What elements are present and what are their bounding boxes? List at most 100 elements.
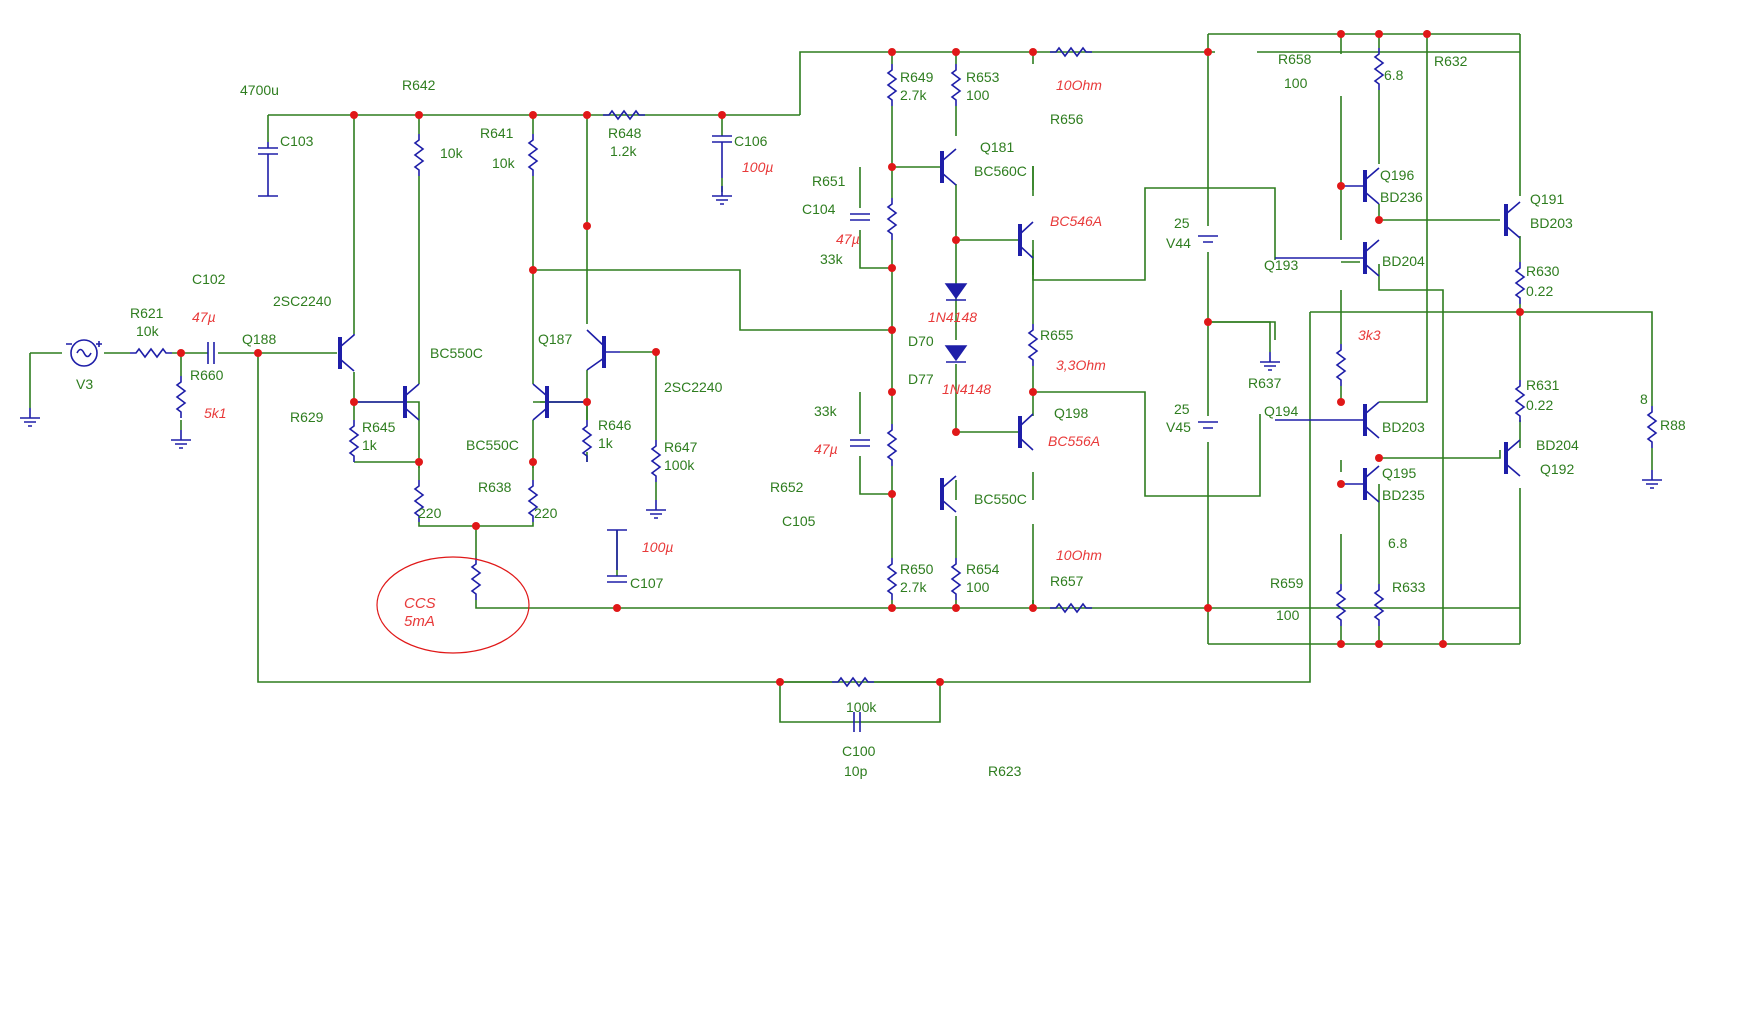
- label-bd204-a: BD204: [1382, 253, 1425, 269]
- label-r658-value: 100: [1284, 75, 1308, 91]
- label-r648: R648: [608, 125, 642, 141]
- label-q198: Q198: [1054, 405, 1088, 421]
- label-r655-value: 3,3Ohm: [1056, 357, 1106, 373]
- label-r88-value: 8: [1640, 391, 1648, 407]
- r633-resistor-icon: [1374, 583, 1384, 627]
- label-v44: V44: [1166, 235, 1191, 251]
- label-q-2sc2240-b: 2SC2240: [664, 379, 723, 395]
- label-d77: D77: [908, 371, 934, 387]
- r647-resistor-icon: [651, 439, 661, 483]
- label-r220-a: 220: [418, 505, 442, 521]
- label-d70: D70: [908, 333, 934, 349]
- label-r657-value: 10Ohm: [1056, 547, 1102, 563]
- label-bc550c-c: BC550C: [974, 491, 1027, 507]
- label-r-33k-a: 33k: [820, 251, 844, 267]
- label-r-fb-value: 100k: [846, 699, 877, 715]
- label-r659: R659: [1270, 575, 1304, 591]
- label-r-3k3: 3k3: [1358, 327, 1381, 343]
- label-r648-value: 1.2k: [610, 143, 637, 159]
- bc550c-transistor-icon: [532, 383, 587, 421]
- label-bc550c-a: BC550C: [430, 345, 483, 361]
- label-r658: R658: [1278, 51, 1312, 67]
- ground-icon: [19, 407, 41, 427]
- r653-resistor-icon: [951, 63, 961, 107]
- label-c105: C105: [782, 513, 816, 529]
- label-r653: R653: [966, 69, 1000, 85]
- labels: 4700u C103 R642 C102 47µ R621 10k Q188 2…: [76, 51, 1686, 779]
- q194-transistor-icon: [1275, 401, 1380, 439]
- q195-transistor-icon: [1341, 465, 1380, 503]
- ground-icon: [1259, 351, 1281, 371]
- label-c100-value: 10p: [844, 763, 868, 779]
- label-bc546a: BC546A: [1050, 213, 1102, 229]
- label-r652: R652: [770, 479, 804, 495]
- label-q196: Q196: [1380, 167, 1414, 183]
- q196-transistor-icon: [1341, 167, 1380, 205]
- r649-resistor-icon: [887, 63, 897, 107]
- label-c100: C100: [842, 743, 876, 759]
- v45-battery-icon: [1198, 421, 1218, 429]
- junctions: [177, 30, 1524, 686]
- label-d77-type: 1N4148: [942, 381, 991, 397]
- r654-resistor-icon: [951, 557, 961, 601]
- r642-resistor-icon: [414, 133, 424, 177]
- label-q192: Q192: [1540, 461, 1574, 477]
- label-r-6-8-b: 6.8: [1388, 535, 1408, 551]
- r-6-8-resistor-icon: [1374, 47, 1384, 91]
- r88-resistor-icon: [1647, 405, 1657, 449]
- label-r631: R631: [1526, 377, 1560, 393]
- label-q181: Q181: [980, 139, 1014, 155]
- label-r649-value: 2.7k: [900, 87, 927, 103]
- c103-capacitor-icon: [258, 142, 278, 197]
- c107-capacitor-icon: [607, 529, 627, 583]
- label-r645-value: 1k: [362, 437, 378, 453]
- r652-resistor-icon: [887, 423, 897, 467]
- label-r621: R621: [130, 305, 164, 321]
- label-c102: C102: [192, 271, 226, 287]
- r655-resistor-icon: [1028, 323, 1038, 367]
- label-r638: R638: [478, 479, 512, 495]
- label-c104-value: 47µ: [836, 231, 860, 247]
- label-r641-value: 10k: [492, 155, 516, 171]
- label-r655: R655: [1040, 327, 1074, 343]
- wires: [29, 30, 1653, 723]
- label-r650-value: 2.7k: [900, 579, 927, 595]
- q188-transistor-icon: [338, 334, 355, 372]
- label-r656: R656: [1050, 111, 1084, 127]
- bc556a-transistor-icon: [1018, 413, 1034, 451]
- label-d70-type: 1N4148: [928, 309, 977, 325]
- r645-resistor-icon: [349, 419, 359, 463]
- label-r646: R646: [598, 417, 632, 433]
- label-r621-value: 10k: [136, 323, 160, 339]
- label-r-6-8-a: 6.8: [1384, 67, 1404, 83]
- label-c103: C103: [280, 133, 314, 149]
- ccs-resistor-icon: [471, 557, 481, 601]
- label-r647: R647: [664, 439, 698, 455]
- label-c107: C107: [630, 575, 664, 591]
- r650-resistor-icon: [887, 557, 897, 601]
- q187-transistor-icon: [586, 329, 620, 371]
- label-r629: R629: [290, 409, 324, 425]
- c106-capacitor-icon: [711, 135, 733, 205]
- c100-capacitor-icon: [853, 712, 861, 732]
- q193-transistor-icon: [1275, 239, 1380, 277]
- label-bd204-b: BD204: [1536, 437, 1579, 453]
- ground-icon: [645, 499, 667, 519]
- label-c102-value: 47µ: [192, 309, 216, 325]
- label-q194: Q194: [1264, 403, 1298, 419]
- label-q195: Q195: [1382, 465, 1416, 481]
- v44-battery-icon: [1198, 235, 1218, 243]
- label-r657: R657: [1050, 573, 1084, 589]
- ground-icon: [1641, 469, 1663, 489]
- components: [19, 47, 1663, 732]
- label-r660: R660: [190, 367, 224, 383]
- label-r654-value: 100: [966, 579, 990, 595]
- label-bc556a: BC556A: [1048, 433, 1100, 449]
- label-c-47u-b: 47µ: [814, 441, 838, 457]
- bc550c-transistor-icon: [354, 383, 420, 421]
- label-r653-value: 100: [966, 87, 990, 103]
- label-q187: Q187: [538, 331, 572, 347]
- ground-icon: [170, 429, 192, 449]
- r631-resistor-icon: [1515, 379, 1525, 423]
- label-bd235: BD235: [1382, 487, 1425, 503]
